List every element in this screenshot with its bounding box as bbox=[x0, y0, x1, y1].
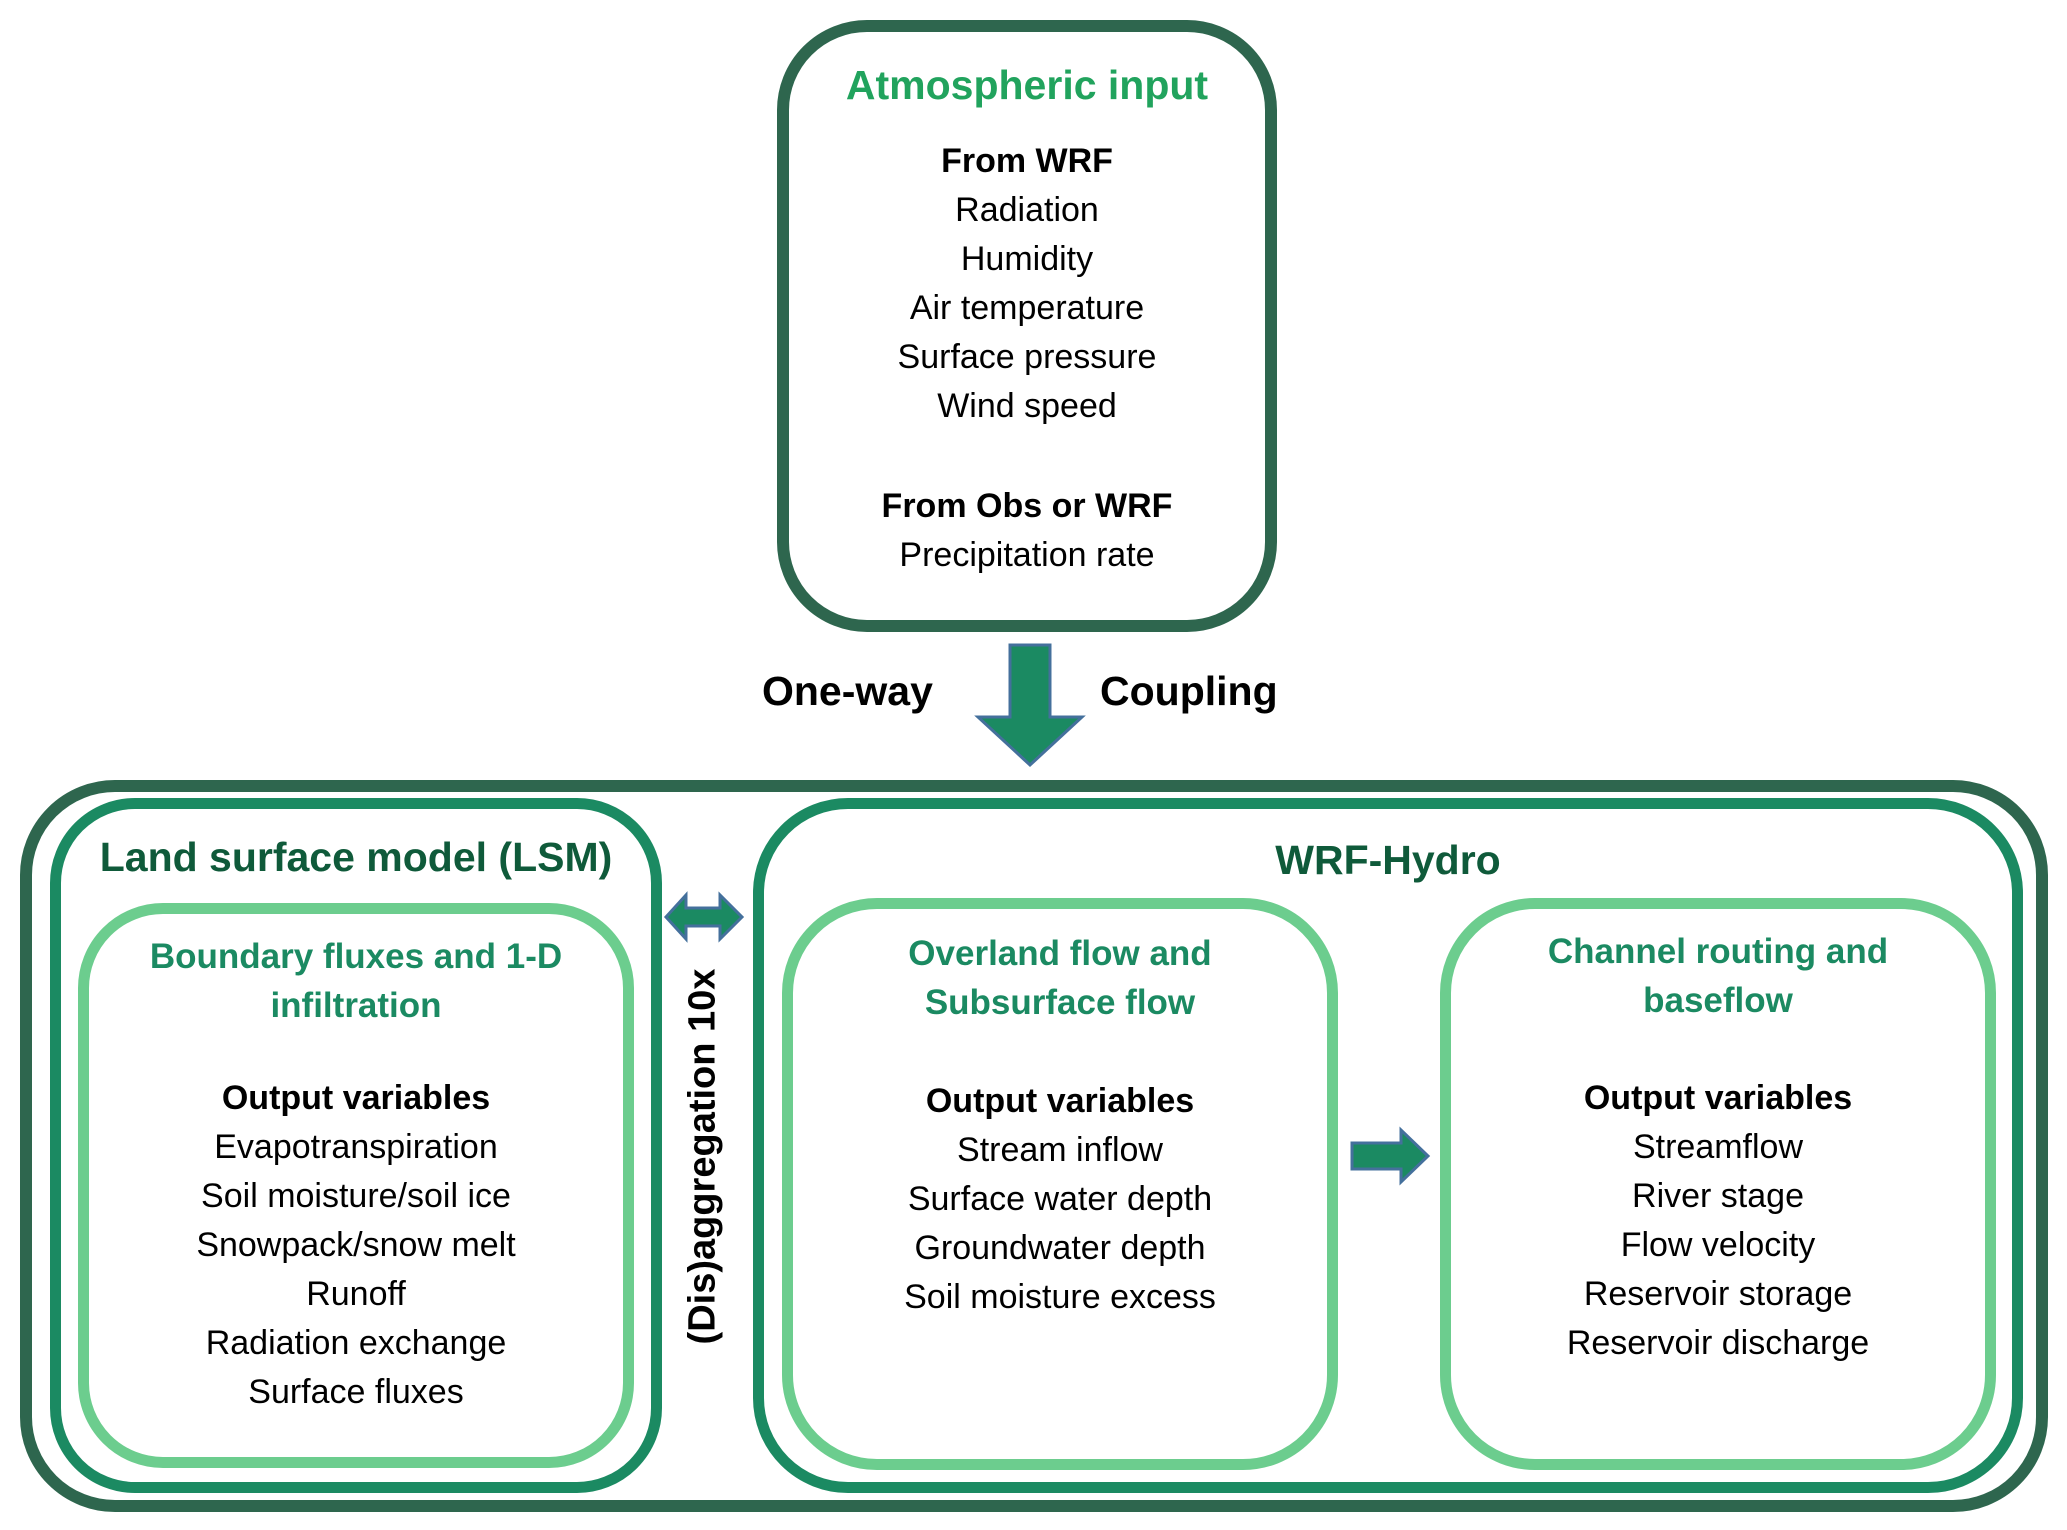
down-arrow-icon bbox=[974, 643, 1086, 768]
atmospheric-item: Air temperature bbox=[909, 289, 1145, 327]
overland-flow-box: Overland flow and Subsurface flow Output… bbox=[782, 898, 1338, 1470]
lsm-inner-title-line: Boundary fluxes and 1-D bbox=[149, 937, 563, 976]
lsm-inner-box: Boundary fluxes and 1-D infiltration Out… bbox=[78, 903, 634, 1468]
output-variable: Evapotranspiration bbox=[214, 1128, 498, 1166]
disaggregation-label: (Dis)aggregation 10x bbox=[681, 968, 724, 1345]
channel-output-list: Output variables Streamflow River stage … bbox=[1451, 1074, 1985, 1368]
output-variable: Groundwater depth bbox=[914, 1229, 1206, 1267]
lsm-title: Land surface model (LSM) bbox=[99, 834, 613, 880]
output-variable: Streamflow bbox=[1632, 1128, 1804, 1166]
one-way-label: One-way bbox=[762, 668, 933, 714]
output-variable: Soil moisture excess bbox=[904, 1278, 1216, 1316]
lsm-inner-title: Boundary fluxes and 1-D infiltration bbox=[89, 932, 623, 1030]
atmospheric-item: Humidity bbox=[960, 240, 1094, 278]
atmospheric-item: Radiation bbox=[955, 191, 1099, 229]
output-variables-heading: Output variables bbox=[221, 1079, 491, 1117]
atmospheric-list-obs: From Obs or WRF Precipitation rate bbox=[789, 482, 1265, 580]
atmospheric-input-title: Atmospheric input bbox=[845, 62, 1209, 108]
output-variable: Runoff bbox=[306, 1275, 406, 1313]
from-obs-heading: From Obs or WRF bbox=[881, 487, 1173, 525]
output-variable: Flow velocity bbox=[1620, 1226, 1816, 1264]
from-wrf-heading: From WRF bbox=[941, 142, 1113, 180]
atmospheric-item: Wind speed bbox=[937, 387, 1117, 425]
atmospheric-list-wrf: From WRF Radiation Humidity Air temperat… bbox=[789, 137, 1265, 431]
output-variable: Stream inflow bbox=[957, 1131, 1163, 1169]
overland-title-line: Subsurface flow bbox=[924, 983, 1196, 1022]
overland-output-list: Output variables Stream inflow Surface w… bbox=[793, 1077, 1327, 1322]
output-variables-heading: Output variables bbox=[1583, 1079, 1853, 1117]
atmospheric-item: Precipitation rate bbox=[899, 536, 1155, 574]
output-variables-heading: Output variables bbox=[925, 1082, 1195, 1120]
overland-title: Overland flow and Subsurface flow bbox=[793, 929, 1327, 1027]
channel-routing-box: Channel routing and baseflow Output vari… bbox=[1440, 898, 1996, 1470]
atmospheric-item: Surface pressure bbox=[897, 338, 1157, 376]
output-variable: River stage bbox=[1632, 1177, 1804, 1215]
output-variable: Reservoir discharge bbox=[1566, 1324, 1870, 1362]
channel-title-line: Channel routing and bbox=[1547, 932, 1889, 971]
wrf-hydro-box: WRF-Hydro bbox=[753, 798, 2023, 1493]
atmospheric-input-box: Atmospheric input From WRF Radiation Hum… bbox=[777, 20, 1277, 632]
lsm-inner-title-line: infiltration bbox=[270, 986, 442, 1025]
output-variable: Snowpack/snow melt bbox=[196, 1226, 516, 1264]
overland-title-line: Overland flow and bbox=[908, 934, 1212, 973]
lsm-box: Land surface model (LSM) bbox=[50, 798, 662, 1493]
output-variable: Surface fluxes bbox=[248, 1373, 464, 1411]
output-variable: Soil moisture/soil ice bbox=[201, 1177, 511, 1215]
channel-title-line: baseflow bbox=[1643, 981, 1793, 1020]
channel-title: Channel routing and baseflow bbox=[1451, 927, 1985, 1025]
coupling-label: Coupling bbox=[1100, 668, 1278, 714]
lsm-output-list: Output variables Evapotranspiration Soil… bbox=[89, 1074, 623, 1417]
coupled-system-box bbox=[20, 780, 2048, 1512]
output-variable: Radiation exchange bbox=[205, 1324, 507, 1362]
bidirectional-arrow-icon bbox=[663, 891, 745, 943]
output-variable: Reservoir storage bbox=[1583, 1275, 1853, 1313]
right-arrow-icon bbox=[1350, 1126, 1431, 1186]
wrf-hydro-title: WRF-Hydro bbox=[1275, 837, 1501, 883]
output-variable: Surface water depth bbox=[907, 1180, 1213, 1218]
